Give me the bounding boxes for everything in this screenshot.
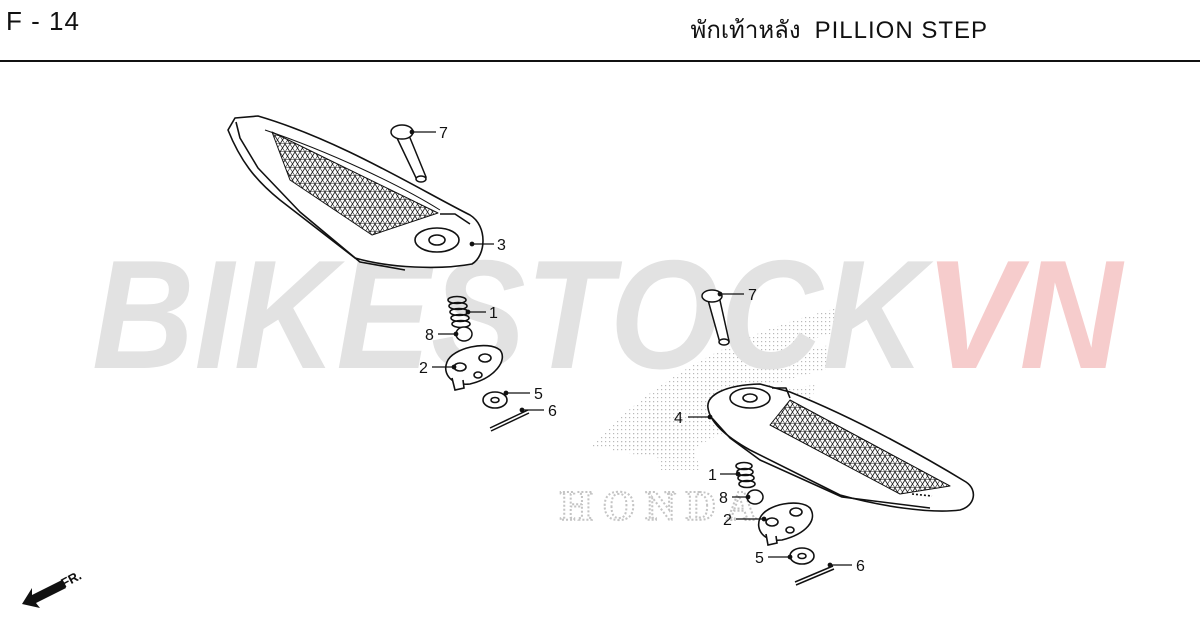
- callout-3: 3: [497, 237, 506, 254]
- callout-8-right: 8: [719, 490, 728, 507]
- step-4: [707, 383, 975, 512]
- washer-5-right: [789, 547, 815, 565]
- callout-5-right: 5: [755, 550, 764, 567]
- leader-lines: [409, 129, 852, 568]
- page-code: F - 14: [6, 6, 80, 36]
- callout-2-right: 2: [723, 512, 732, 529]
- callout-6-right: 6: [856, 558, 865, 575]
- cotter-pin-6-left: [489, 409, 530, 432]
- callout-1-right: 1: [708, 467, 717, 484]
- callout-2-left: 2: [419, 360, 428, 377]
- callout-5-left: 5: [534, 386, 543, 403]
- callout-1-left: 1: [489, 305, 498, 322]
- title-thai: พักเท้าหลัง: [690, 16, 801, 44]
- callout-4: 4: [674, 410, 683, 427]
- page-title: พักเท้าหลัง PILLION STEP: [691, 10, 989, 49]
- callout-8-left: 8: [425, 327, 434, 344]
- watermark-brand: HONDA: [560, 484, 766, 530]
- cotter-pin-6-right: [794, 565, 835, 586]
- front-arrow-icon: [22, 580, 66, 608]
- watermark-text: BIKESTOCK: [92, 228, 934, 401]
- bolt-7-left: [390, 124, 427, 183]
- callout-7-right: 7: [748, 287, 757, 304]
- svg-text:BIKESTOCKVN: BIKESTOCKVN: [92, 228, 1125, 401]
- washer-5-left: [482, 391, 508, 409]
- title-english: PILLION STEP: [814, 17, 988, 44]
- header-divider: [0, 60, 1200, 62]
- bolt-7-right: [701, 289, 730, 346]
- plate-2-left: [445, 344, 504, 391]
- step-3: [227, 115, 484, 271]
- watermark-text-accent: VN: [925, 228, 1125, 401]
- callout-7-left: 7: [439, 125, 448, 142]
- callout-6-left: 6: [548, 403, 557, 420]
- plate-2-right: [757, 502, 814, 546]
